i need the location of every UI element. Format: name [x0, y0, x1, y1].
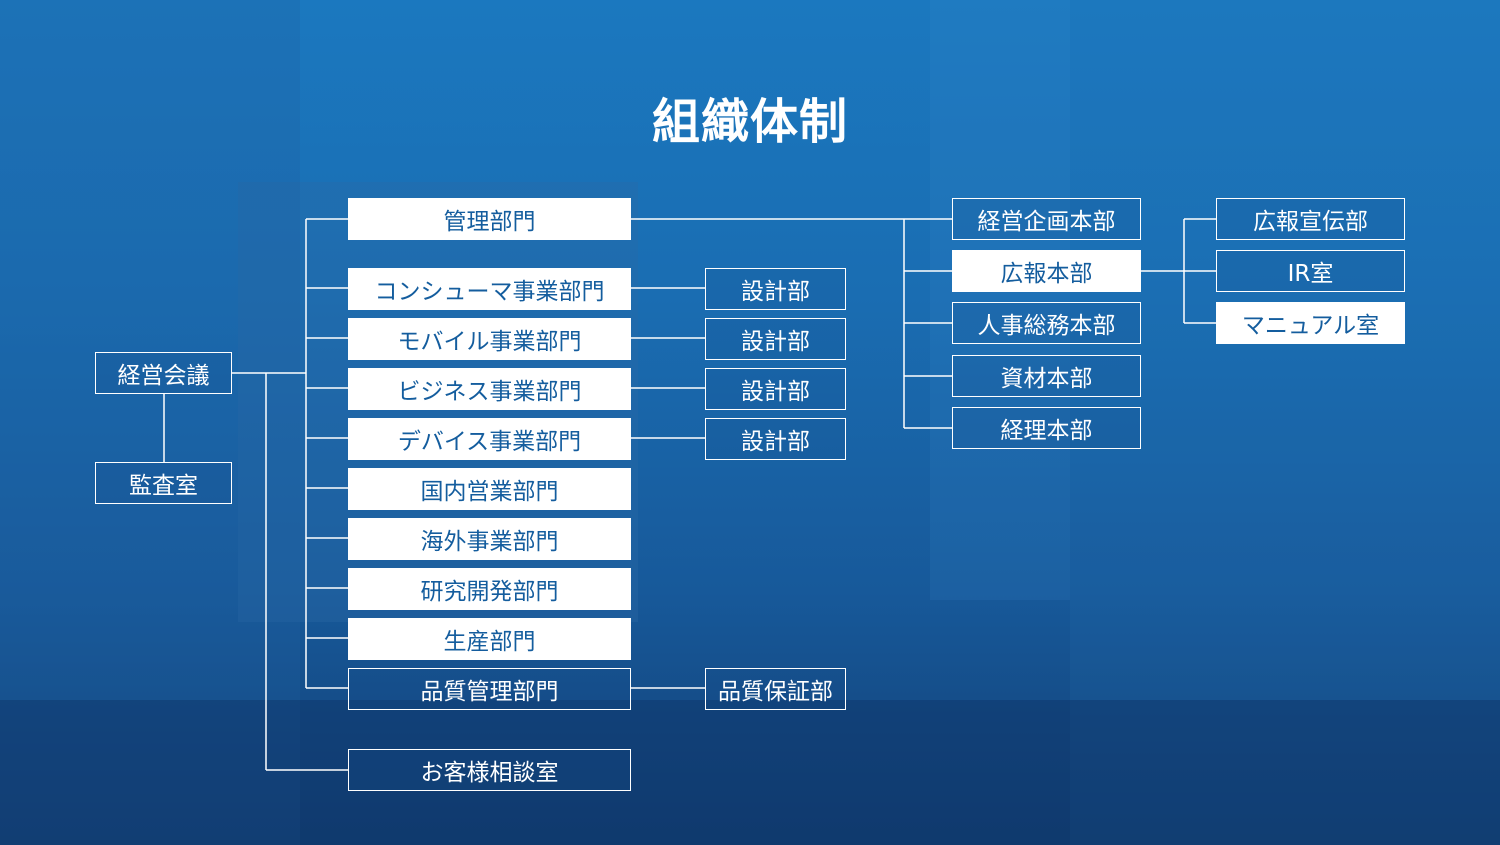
box-sekkei-1: 設計部 — [705, 268, 846, 310]
box-sekkei-4: 設計部 — [705, 418, 846, 460]
box-hinshitsu-hosho: 品質保証部 — [705, 668, 846, 710]
box-device: デバイス事業部門 — [348, 418, 631, 460]
box-manual: マニュアル室 — [1216, 302, 1405, 344]
box-business: ビジネス事業部門 — [348, 368, 631, 410]
box-shizai: 資材本部 — [952, 355, 1141, 397]
box-sekkei-2: 設計部 — [705, 318, 846, 360]
box-kanri: 管理部門 — [348, 198, 631, 240]
box-consumer: コンシューマ事業部門 — [348, 268, 631, 310]
box-keiei-kaigi: 経営会議 — [95, 352, 232, 394]
box-keiri: 経理本部 — [952, 407, 1141, 449]
box-kenkyu: 研究開発部門 — [348, 568, 631, 610]
box-seisan: 生産部門 — [348, 618, 631, 660]
box-ir: IR室 — [1216, 250, 1405, 292]
box-kansa: 監査室 — [95, 462, 232, 504]
box-keiei-kikaku: 経営企画本部 — [952, 198, 1141, 240]
box-kaigai: 海外事業部門 — [348, 518, 631, 560]
box-mobile: モバイル事業部門 — [348, 318, 631, 360]
box-koho-honbu: 広報本部 — [952, 250, 1141, 292]
box-koho-senden: 広報宣伝部 — [1216, 198, 1405, 240]
box-sekkei-3: 設計部 — [705, 368, 846, 410]
box-hinshitsu: 品質管理部門 — [348, 668, 631, 710]
box-jinji: 人事総務本部 — [952, 302, 1141, 344]
box-okyaku: お客様相談室 — [348, 749, 631, 791]
page-title: 組織体制 — [651, 94, 848, 150]
box-kokunai: 国内営業部門 — [348, 468, 631, 510]
